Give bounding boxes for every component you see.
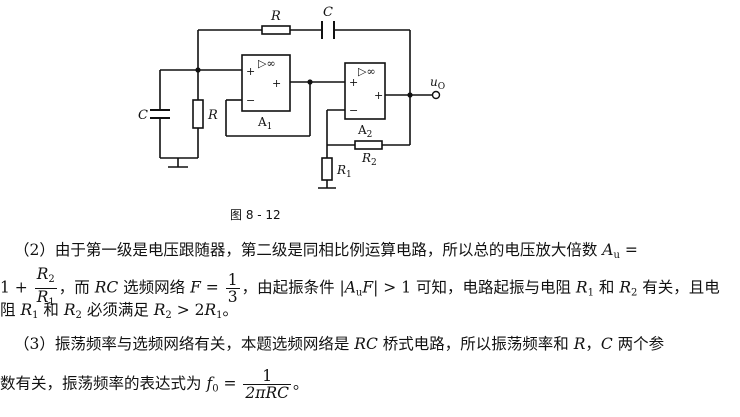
f-symbol: F: [190, 278, 201, 297]
para2-text: | > 1 可知，电路起振与电阻: [373, 278, 576, 297]
a2-plus-out: +: [374, 89, 383, 102]
junction-dot-left: [195, 67, 201, 73]
r1-symbol: R: [20, 301, 33, 319]
para2-text: 选频网络: [118, 278, 191, 297]
frac-num-r: R: [36, 265, 49, 283]
r1-symbol: R: [575, 278, 588, 297]
a1-minus-sign: −: [246, 94, 255, 107]
r1-subscript: 1: [32, 310, 39, 321]
gain-symbol: A: [344, 278, 356, 297]
para2-text: 和: [38, 301, 64, 319]
r2-resistor: [354, 140, 383, 150]
f0-subscript: 0: [212, 383, 219, 395]
r1-subscript: 1: [216, 310, 223, 321]
r2-symbol: R: [619, 278, 631, 297]
para2-line1: （2）由于第一级是电压跟随器，第二级是同相比例运算电路，所以总的电压放大倍数 A…: [14, 240, 740, 266]
label-r-top: R: [270, 9, 281, 24]
rc-symbol: RC: [94, 278, 119, 297]
a2-opamp-symbol: ▷∞: [358, 65, 376, 78]
rc-symbol: RC: [354, 335, 378, 353]
para2-text: =: [200, 278, 224, 297]
gain-subscript: u: [355, 287, 363, 299]
label-r2: R2: [361, 151, 377, 168]
para2-text: 。: [222, 301, 239, 319]
para2-text: 阻: [0, 301, 21, 319]
output-terminal: [431, 90, 441, 100]
r1-resistor: [321, 157, 333, 181]
label-a1: A1: [257, 115, 272, 132]
a1-plus-sign: +: [246, 65, 255, 78]
f0-symbol: f: [206, 374, 213, 393]
para3-text: ，: [585, 335, 601, 353]
para2-text: ，而: [58, 278, 95, 297]
para2-text: 必须满足: [81, 301, 154, 319]
para3-text: 数有关，振荡频率的表达式为: [0, 374, 207, 393]
top-capacitor: [321, 21, 335, 39]
frac-num: 1: [225, 271, 240, 289]
oscillator-circuit-figure: R C C R ▷∞ + + − ▷∞ + + − A1 A2 R2 R1 uO: [138, 5, 445, 189]
equals-sign: =: [619, 241, 638, 259]
label-a2: A2: [357, 123, 372, 140]
label-r-left: R: [207, 108, 218, 123]
equals-sign: =: [218, 374, 242, 393]
f-symbol: F: [362, 278, 374, 297]
para2-text: （2）由于第一级是电压跟随器，第二级是同相比例运算电路，所以总的电压放大倍数: [14, 241, 603, 259]
para2-text: 和: [593, 278, 620, 297]
r1-subscript: 1: [587, 287, 594, 299]
label-c-top: C: [323, 5, 333, 20]
frac-den-r: R: [36, 288, 49, 306]
para3-line1: （3）振荡频率与选频网络有关，本题选频网络是 RC 桥式电路，所以振荡频率和 R…: [14, 334, 740, 354]
para3-text: 。: [293, 374, 309, 393]
figure-caption: 图 8 - 12: [230, 208, 281, 222]
frac-num: 1: [243, 368, 291, 385]
junction-dot-a2-out: [407, 92, 413, 98]
para3-text: 两个参: [612, 335, 665, 353]
a1-plus-out: +: [272, 77, 281, 90]
r2-subscript: 2: [165, 310, 172, 321]
r2-symbol: R: [63, 301, 76, 319]
para3-text: 桥式电路，所以振荡频率和: [377, 335, 574, 353]
a1-opamp-symbol: ▷∞: [258, 57, 276, 70]
frac-den: 3: [227, 288, 238, 306]
c-symbol: C: [600, 335, 613, 353]
para2-line3: 阻 R1 和 R2 必须满足 R2 > 2R1。: [0, 300, 740, 326]
label-output-uo: uO: [430, 75, 445, 92]
a2-minus-sign: −: [349, 104, 358, 117]
para2-text: > 2: [171, 301, 205, 319]
gain-symbol: A: [602, 241, 614, 259]
left-capacitor: [150, 109, 170, 119]
para3-text: （3）振荡频率与选频网络有关，本题选频网络是: [14, 335, 355, 353]
para2-text: ，由起振条件 |: [241, 278, 345, 297]
r-symbol: R: [573, 335, 586, 353]
label-c-left: C: [138, 108, 148, 123]
r1-symbol: R: [204, 301, 217, 319]
junction-dot-a1-out: [307, 79, 313, 85]
frac-num-sub: 2: [48, 274, 55, 285]
r2-subscript: 2: [75, 310, 82, 321]
frac-den: 2πRC: [245, 384, 289, 402]
para2-text: 有关，且电: [637, 278, 720, 297]
r2-subscript: 2: [631, 287, 638, 299]
label-r1: R1: [336, 163, 352, 180]
gain-subscript: u: [613, 250, 620, 261]
a2-plus-sign: +: [349, 76, 358, 89]
r2-symbol: R: [153, 301, 166, 319]
left-resistor: [192, 99, 204, 129]
top-resistor: [261, 25, 291, 35]
frac-den-sub: 1: [48, 297, 55, 308]
gain-one-plus: 1 +: [0, 278, 33, 297]
